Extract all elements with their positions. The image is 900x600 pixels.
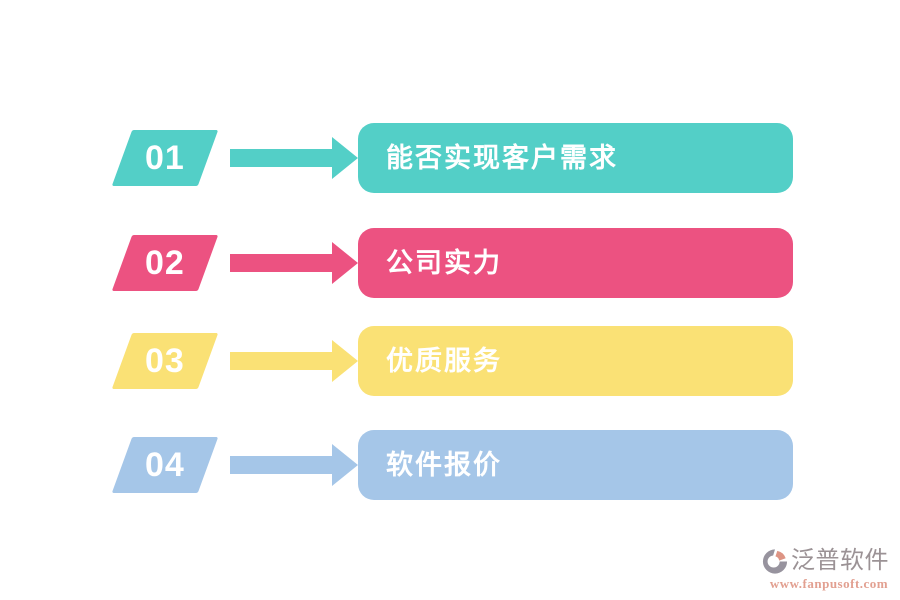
step-label: 能否实现客户需求 <box>386 142 618 173</box>
arrow-right-icon <box>230 340 358 382</box>
step-number: 01 <box>145 139 185 177</box>
step-number: 02 <box>145 244 185 282</box>
step-row-4: 04 软件报价 <box>0 430 900 500</box>
arrow-right-icon <box>230 242 358 284</box>
step-row-2: 02 公司实力 <box>0 228 900 298</box>
fanpu-logo-icon <box>762 549 788 574</box>
step-label: 软件报价 <box>386 449 502 480</box>
step-number-shape: 03 <box>111 333 219 389</box>
step-number: 03 <box>145 342 185 380</box>
step-number-shape: 04 <box>111 437 219 493</box>
step-label: 优质服务 <box>386 345 502 376</box>
step-number-shape: 02 <box>111 235 219 291</box>
step-label: 公司实力 <box>386 247 502 278</box>
step-label-bar: 能否实现客户需求 <box>358 123 793 193</box>
arrow-right-icon <box>230 137 358 179</box>
step-number-shape: 01 <box>111 130 219 186</box>
watermark-url-text: www.fanpusoft.com <box>769 576 889 591</box>
arrow-right-icon <box>230 444 358 486</box>
step-row-3: 03 优质服务 <box>0 326 900 396</box>
step-number: 04 <box>145 446 185 484</box>
step-label-bar: 优质服务 <box>358 326 793 396</box>
step-label-bar: 公司实力 <box>358 228 793 298</box>
step-label-bar: 软件报价 <box>358 430 793 500</box>
watermark-brand-text: 泛普软件 <box>791 547 889 575</box>
step-row-1: 01 能否实现客户需求 <box>0 123 900 193</box>
watermark: 泛普软件 www.fanpusoft.com <box>762 547 896 592</box>
